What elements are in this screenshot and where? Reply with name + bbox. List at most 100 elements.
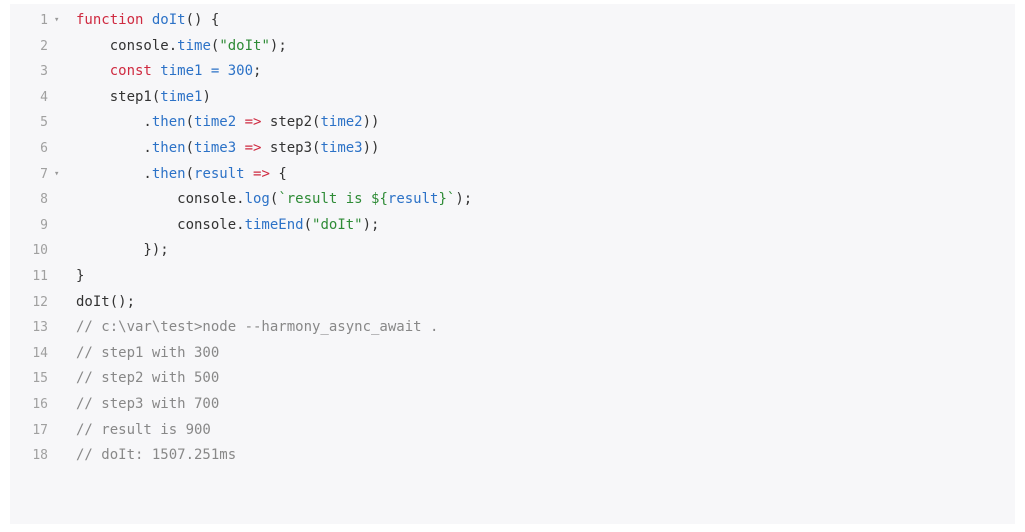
code-token: console. [76, 216, 245, 233]
code-line[interactable]: 14 // step1 with 300 [10, 341, 1015, 367]
code-token: . [76, 114, 152, 131]
code-token: ( [185, 139, 195, 156]
line-code: // step1 with 300 [76, 341, 219, 367]
code-token: step2( [269, 114, 321, 131]
line-number: 15 [32, 371, 48, 387]
code-token: // c:\var\test>node --harmony_async_awai… [76, 319, 439, 336]
code-token [76, 63, 110, 79]
code-line[interactable]: 16 // step3 with 700 [10, 392, 1015, 418]
code-token: const [109, 63, 161, 80]
line-number: 11 [32, 268, 48, 284]
line-number: 3 [40, 64, 48, 80]
code-token: log [244, 191, 270, 208]
code-line[interactable]: 18// doIt: 1507.251ms [10, 443, 1015, 469]
code-token: doIt [151, 12, 186, 28]
code-token: time2 [320, 114, 363, 131]
code-token: time1 = [160, 63, 228, 80]
line-number: 5 [40, 115, 48, 131]
line-code: function doIt() { [76, 8, 219, 34]
line-number: 12 [32, 294, 48, 310]
line-number: 10 [32, 243, 48, 259]
code-token: result [194, 165, 245, 182]
code-token: step1( [76, 88, 161, 105]
code-token: )) [362, 114, 380, 131]
code-token: . [76, 139, 152, 156]
code-token: . [76, 165, 152, 182]
code-token: doIt(); [76, 293, 136, 310]
fold-arrow-icon[interactable]: ▾ [54, 15, 60, 25]
code-line[interactable]: 15 // step2 with 500 [10, 366, 1015, 392]
line-code: // step2 with 500 [76, 366, 219, 392]
code-line[interactable]: 4 step1(time1) [10, 85, 1015, 111]
code-token: time [177, 37, 211, 54]
line-code: .then(time2 => step2(time2)) [76, 110, 379, 136]
line-number: 14 [32, 345, 48, 361]
line-code: const time1 = 300; [76, 59, 262, 85]
line-code: doIt(); [76, 290, 135, 316]
line-code: // result is 900 [76, 418, 211, 444]
code-token: ( [303, 216, 313, 233]
fold-arrow-icon[interactable]: ▾ [54, 168, 60, 179]
code-token: "doIt" [312, 216, 363, 233]
code-token: ); [269, 37, 287, 54]
code-line[interactable]: 6 .then(time3 => step3(time3)) [10, 136, 1015, 162]
code-line[interactable]: 3 const time1 = 300; [10, 59, 1015, 85]
code-line[interactable]: 5 .then(time2 => step2(time2)) [10, 110, 1015, 136]
code-line[interactable]: 7▾ .then(result => { [10, 162, 1015, 188]
code-token: } [76, 267, 85, 284]
code-token: )) [362, 139, 380, 156]
code-token: // result is 900 [76, 421, 211, 438]
code-token: time2 [194, 114, 237, 131]
code-token: => [236, 114, 270, 131]
code-token: "doIt" [219, 37, 270, 54]
line-number: 9 [40, 217, 48, 233]
code-line[interactable]: 12 doIt(); [10, 290, 1015, 316]
code-line[interactable]: 17// result is 900 [10, 418, 1015, 444]
code-token: ( [185, 165, 195, 182]
code-line[interactable]: 11} [10, 264, 1015, 290]
code-token: // step1 with 300 [76, 344, 220, 361]
code-editor[interactable]: 1▾function doIt() {2 console.time("doIt"… [10, 4, 1015, 524]
code-token: ; [253, 63, 262, 80]
line-number: 13 [32, 320, 48, 336]
code-token: => [244, 165, 279, 182]
line-number: 2 [40, 38, 48, 54]
line-code: } [76, 264, 84, 290]
code-line[interactable]: 2 console.time("doIt"); [10, 34, 1015, 60]
code-token: }` [438, 191, 456, 208]
code-line[interactable]: 10 }); [10, 238, 1015, 264]
line-code: }); [76, 238, 168, 264]
code-line[interactable]: 8 console.log(`result is ${result}`); [10, 187, 1015, 213]
code-token: `result is ${ [278, 191, 388, 208]
line-code: step1(time1) [76, 85, 211, 111]
line-code: // doIt: 1507.251ms [76, 443, 236, 469]
line-number: 1 [40, 13, 48, 28]
code-token: then [151, 139, 186, 156]
line-code: // c:\var\test>node --harmony_async_awai… [76, 315, 438, 341]
code-token: ) [202, 88, 211, 105]
code-token: step3( [269, 139, 321, 156]
code-token: ); [362, 216, 380, 233]
code-token: time3 [320, 139, 363, 156]
line-code: console.log(`result is ${result}`); [76, 187, 472, 213]
code-token: then [151, 165, 186, 182]
line-number: 6 [40, 140, 48, 156]
line-code: // step3 with 700 [76, 392, 219, 418]
code-lines: 1▾function doIt() {2 console.time("doIt"… [10, 8, 1015, 469]
code-token: then [151, 114, 186, 131]
code-token: function [76, 12, 152, 28]
code-line[interactable]: 1 ▾ function doIt() { [10, 8, 1015, 34]
code-token: timeEnd [244, 216, 304, 233]
code-token: console. [76, 37, 178, 54]
code-line[interactable]: 9 console.timeEnd("doIt"); [10, 213, 1015, 239]
line-number: 16 [32, 396, 48, 412]
code-token: result [387, 191, 439, 208]
line-code: console.timeEnd("doIt"); [76, 213, 379, 239]
code-token: time1 [160, 88, 203, 105]
line-code: .then(time3 => step3(time3)) [76, 136, 379, 162]
line-code: .then(result => { [76, 162, 286, 188]
code-line[interactable]: 13 // c:\var\test>node --harmony_async_aw… [10, 315, 1015, 341]
code-token: // step2 with 500 [76, 370, 220, 387]
code-token: ( [210, 37, 220, 54]
code-token: console. [76, 191, 245, 208]
